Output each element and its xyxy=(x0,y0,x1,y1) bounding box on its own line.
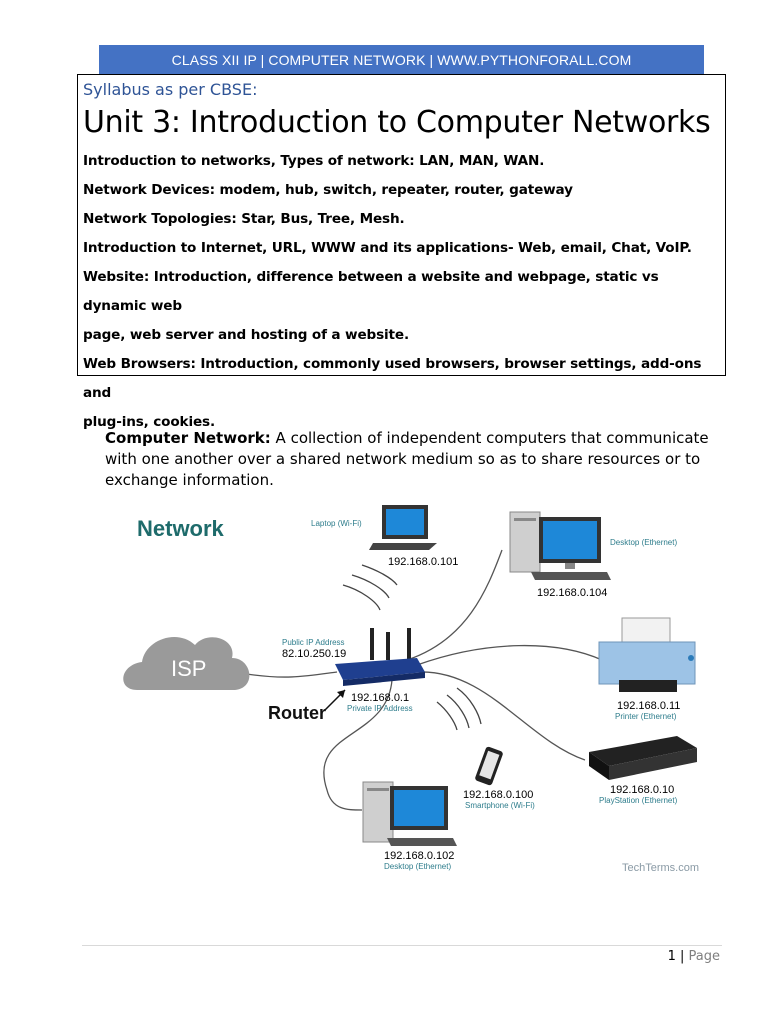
topic-item: page, web server and hosting of a websit… xyxy=(83,327,409,343)
laptop-caption: Laptop (Wi-Fi) xyxy=(311,519,362,528)
desktop2-caption: Desktop (Ethernet) xyxy=(384,862,451,871)
topic-item: Website: Introduction, difference betwee… xyxy=(83,269,659,314)
definition-paragraph: Computer Network: A collection of indepe… xyxy=(105,428,730,491)
topic-item: Network Devices: modem, hub, switch, rep… xyxy=(83,182,573,198)
desktop2-ip: 192.168.0.102 xyxy=(384,850,454,862)
page-number-separator: | xyxy=(679,949,685,964)
router-icon xyxy=(335,628,425,686)
isp-cloud: ISP xyxy=(123,636,250,690)
router-ip: 192.168.0.1 xyxy=(351,692,409,704)
desktop1-ip: 192.168.0.104 xyxy=(537,587,607,599)
topic-item: plug-ins, cookies. xyxy=(83,414,215,430)
laptop-icon xyxy=(369,505,437,550)
playstation-icon xyxy=(589,736,697,780)
printer-icon xyxy=(598,617,696,692)
isp-label: ISP xyxy=(171,656,206,681)
cable-router-desktop2 xyxy=(323,679,393,811)
router-ip-caption: Private IP Address xyxy=(347,704,413,713)
cable-router-desktop1 xyxy=(406,549,503,661)
page-label: Page xyxy=(688,949,720,964)
cables xyxy=(246,549,603,811)
topic-item: Network Topologies: Star, Bus, Tree, Mes… xyxy=(83,211,405,227)
cable-router-printer xyxy=(416,644,603,666)
playstation-ip: 192.168.0.10 xyxy=(610,784,674,796)
public-ip: 82.10.250.19 xyxy=(282,648,346,660)
cable-isp-router xyxy=(246,671,338,678)
router-label: Router xyxy=(268,703,326,723)
wifi-waves-laptop xyxy=(342,564,398,611)
smartphone-icon xyxy=(475,746,503,786)
network-diagram: Network ISP Public IP Address 82.10.250.… xyxy=(107,490,712,876)
public-ip-caption: Public IP Address xyxy=(282,638,345,647)
footer-divider xyxy=(82,945,722,946)
smartphone-caption: Smartphone (Wi-Fi) xyxy=(465,801,535,810)
desktop1-icon xyxy=(509,511,611,580)
wifi-waves-router xyxy=(436,687,482,731)
printer-caption: Printer (Ethernet) xyxy=(615,712,677,721)
syllabus-box: Syllabus as per CBSE: Unit 3: Introducti… xyxy=(77,74,726,430)
diagram-title: Network xyxy=(137,516,225,541)
topic-item: Introduction to Internet, URL, WWW and i… xyxy=(83,240,692,256)
definition-term: Computer Network: xyxy=(105,429,271,447)
unit-title: Unit 3: Introduction to Computer Network… xyxy=(83,105,711,140)
topic-item: Introduction to networks, Types of netwo… xyxy=(83,153,545,169)
cable-router-playstation xyxy=(418,671,586,761)
header-bar: CLASS XII IP | COMPUTER NETWORK | WWW.PY… xyxy=(99,45,704,74)
syllabus-label: Syllabus as per CBSE: xyxy=(83,80,258,99)
playstation-caption: PlayStation (Ethernet) xyxy=(599,796,678,805)
router-arrowhead xyxy=(337,690,345,698)
printer-ip: 192.168.0.11 xyxy=(617,700,680,712)
topic-item: Web Browsers: Introduction, commonly use… xyxy=(83,356,702,401)
definition-text: A collection of independent computers th… xyxy=(105,429,709,489)
page-number: 1 | Page xyxy=(668,949,720,964)
smartphone-ip: 192.168.0.100 xyxy=(463,789,533,801)
diagram-credit: TechTerms.com xyxy=(622,862,699,874)
desktop1-caption: Desktop (Ethernet) xyxy=(610,538,677,547)
network-diagram-svg: Network ISP Public IP Address 82.10.250.… xyxy=(123,505,699,874)
desktop2-icon xyxy=(362,781,457,846)
header-title: CLASS XII IP | COMPUTER NETWORK | WWW.PY… xyxy=(171,51,632,68)
topic-list: Introduction to networks, Types of netwo… xyxy=(83,147,719,437)
page-number-value: 1 xyxy=(667,949,676,964)
laptop-ip: 192.168.0.101 xyxy=(388,556,458,568)
